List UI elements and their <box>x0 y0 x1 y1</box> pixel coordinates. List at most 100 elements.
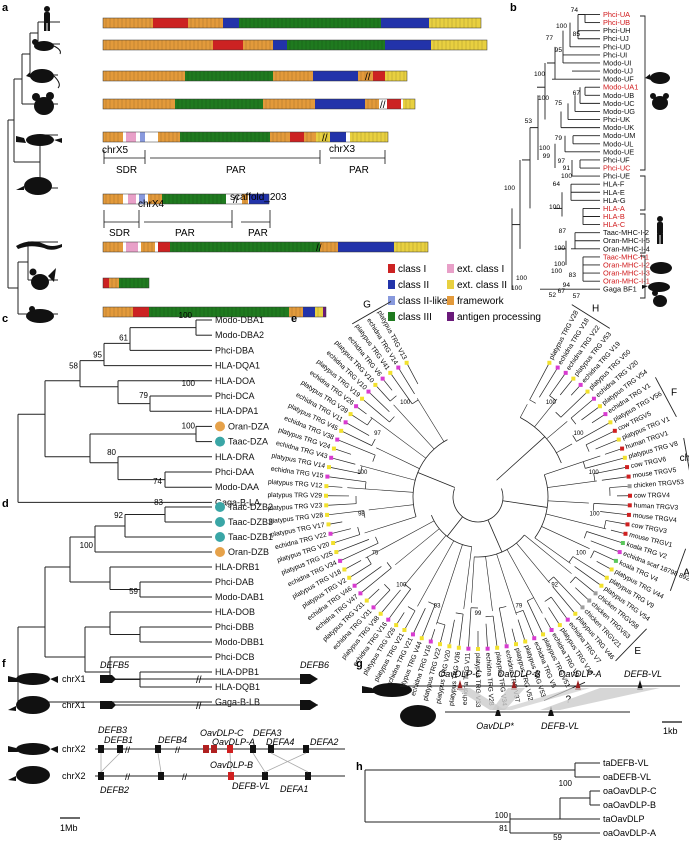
tree-branch <box>405 611 415 629</box>
tree-branch <box>459 614 463 646</box>
taxon-dot <box>215 437 225 447</box>
bootstrap-support: 100 <box>539 145 550 152</box>
bootstrap-support: 77 <box>546 35 554 42</box>
tree-leaf-label: Modo-DBB1 <box>215 637 264 647</box>
tree-branch <box>375 537 378 543</box>
mhc-segment-I <box>153 18 188 28</box>
bootstrap-support: 67 <box>558 288 566 295</box>
tree-branch <box>347 488 413 493</box>
tree-branch <box>408 365 418 384</box>
panel-e-letter: e <box>291 313 297 325</box>
tree-branch <box>556 444 572 453</box>
axis-break-mark: // <box>365 72 371 83</box>
tree-leaf-label: chicken TRGV53 <box>633 479 684 490</box>
tree-leaf-label: Taac-DZB1 <box>228 532 273 542</box>
taxon-marker <box>550 628 554 632</box>
tree-branch <box>516 543 549 583</box>
gene-label: DEFB1 <box>104 735 133 745</box>
tree-branch <box>571 386 579 395</box>
platypus-icon-g <box>362 683 412 697</box>
gene-label: DEFB3 <box>98 725 127 735</box>
taxon-marker <box>324 494 328 498</box>
taxon-marker <box>405 361 409 365</box>
gene-label: OavDLP* <box>476 721 514 731</box>
gene-label: OavDLP-B <box>497 669 540 679</box>
platypus-icon <box>16 134 62 146</box>
gene-label: DEFA1 <box>280 784 308 794</box>
taxon-dot <box>215 502 225 512</box>
axis-break-mark: // <box>125 772 131 782</box>
legend-label: class II-like <box>398 296 448 307</box>
bootstrap-support: 100 <box>561 173 572 180</box>
taxon-marker <box>592 397 596 401</box>
tree-branch <box>486 557 493 612</box>
chromosome-label: chrX1 <box>62 674 86 684</box>
chrX4-label: chrX4 <box>138 199 165 210</box>
human-icon-b <box>657 216 663 244</box>
legend-label: class II <box>398 280 429 291</box>
legend-label: framework <box>457 296 505 307</box>
opossum-icon-b <box>645 72 670 84</box>
tree-branch <box>518 620 525 640</box>
tree-branch <box>581 407 598 420</box>
panel-b-letter: b <box>510 2 517 14</box>
bootstrap-support: 85 <box>573 31 581 38</box>
tree-branch <box>368 589 379 599</box>
echidna-icon-f1 <box>8 696 50 714</box>
mhc-segment-xI <box>126 242 138 252</box>
tree-branch <box>611 530 624 533</box>
tree-branch <box>336 449 351 454</box>
taxon-marker <box>332 447 336 451</box>
tree-branch <box>585 458 623 468</box>
platypus-icon-f1 <box>8 673 58 685</box>
tree-leaf-label: Oran-DZA <box>228 421 269 431</box>
mhc-segment-I <box>158 242 170 252</box>
bootstrap-support: 53 <box>525 118 533 125</box>
tree-leaf-label: Phci-DCB <box>215 652 255 662</box>
mhc-segment-II <box>385 40 431 50</box>
mhc-row-4 <box>103 99 415 109</box>
taxon-marker <box>338 559 342 563</box>
gene-label: DEFB-VL <box>624 669 662 679</box>
tree-leaf-label: platypus TRG V12 <box>268 479 323 490</box>
tree-branch <box>530 400 536 403</box>
tree-branch <box>547 421 568 438</box>
tree-branch <box>545 618 551 629</box>
tree-branch <box>493 616 497 646</box>
tree-branch <box>549 607 559 623</box>
taxon-marker <box>329 532 333 536</box>
taxon-marker <box>532 636 536 640</box>
axis-break-mark: // <box>175 745 181 755</box>
bootstrap-support: 100 <box>400 400 411 406</box>
tree-leaf-label: Phci-DBA <box>215 345 254 355</box>
taxon-marker <box>324 484 328 488</box>
tree-branch <box>503 501 547 508</box>
tree-branch <box>527 598 533 601</box>
tree-branch <box>389 589 410 618</box>
bootstrap-support: 100 <box>182 379 196 388</box>
tree-leaf-label: Modo-DBA1 <box>215 315 264 325</box>
tree-leaf-label: HLA-DRB1 <box>215 562 260 572</box>
taxon-marker <box>411 632 415 636</box>
bootstrap-support: 100 <box>589 470 600 476</box>
bootstrap-support: 59 <box>129 587 138 596</box>
tree-branch <box>591 551 595 558</box>
tree-branch <box>453 488 503 522</box>
tree-branch <box>507 550 542 614</box>
mhc-segment-III <box>162 194 226 204</box>
taxon-marker <box>514 642 518 646</box>
taxon-marker <box>628 503 632 507</box>
mhc-segment-fw <box>103 18 153 28</box>
clade-bracket <box>640 176 645 210</box>
bootstrap-support: 75 <box>372 551 379 557</box>
tree-branch <box>575 577 594 592</box>
tree-branch <box>450 620 455 645</box>
gene-block <box>228 772 234 780</box>
tree-branch <box>512 629 515 643</box>
tree-branch <box>547 481 597 488</box>
tree-branch <box>499 608 506 644</box>
gene-label: OavDLP-C <box>438 669 482 679</box>
mhc-segment-II <box>330 132 346 142</box>
taxon-marker <box>457 646 461 650</box>
